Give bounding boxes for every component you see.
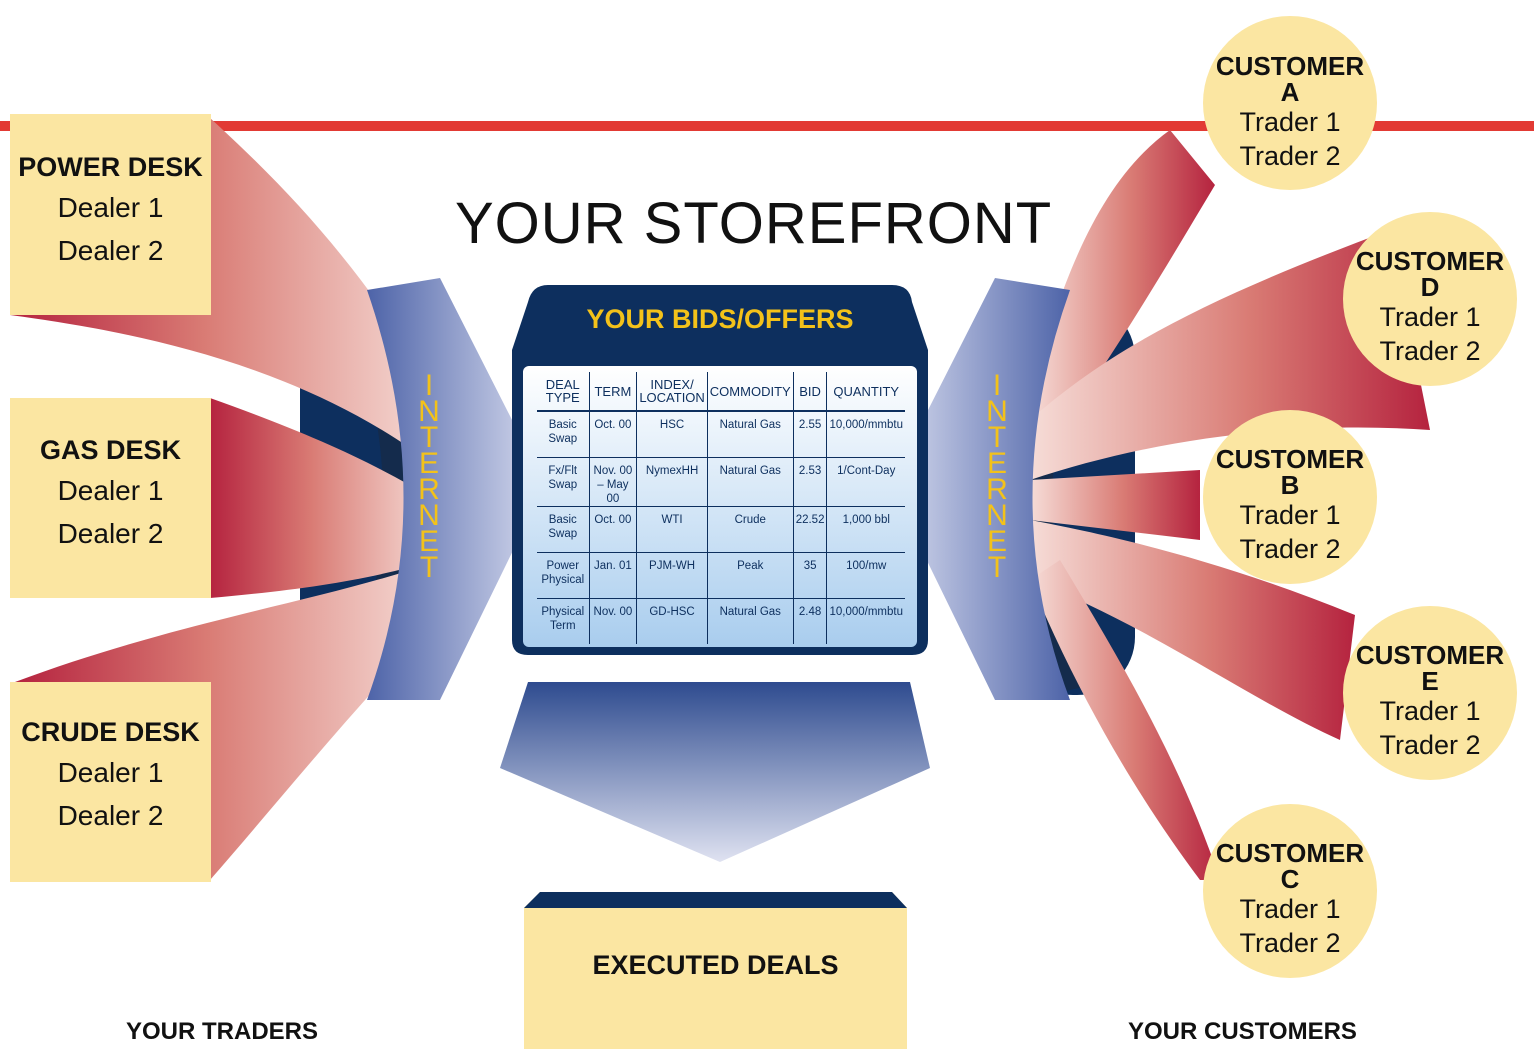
left-internet-arrow (367, 278, 545, 700)
column-header: INDEX/ LOCATION (636, 372, 708, 412)
cell-term: Oct. 00 (588, 411, 637, 458)
beam-crude-desk (15, 560, 440, 880)
executed-deals-label: EXECUTED DEALS (592, 950, 839, 980)
page-title: YOUR STOREFRONT (455, 191, 1053, 256)
desk-title: GAS DESK (39, 435, 182, 465)
cell-deal-type: Physical Term (541, 605, 585, 632)
cell-quantity: 10,000/mmbtu (826, 411, 905, 458)
beam-customer-c (1030, 560, 1220, 880)
customer-e-circle: CUSTOMER E Trader 1 Trader 2 (1343, 606, 1517, 780)
column-header: DEAL TYPE (537, 372, 589, 412)
cell-commodity: Natural Gas (706, 457, 794, 507)
cell-index: GD-HSC (636, 598, 708, 644)
executed-deals-arrow (500, 682, 930, 862)
cell-quantity: 10,000/mmbtu (826, 598, 905, 644)
right-internet-arrow (890, 278, 1070, 700)
desk-title: CRUDE DESK (21, 717, 200, 747)
customer-title: CUSTOMER (1355, 640, 1505, 670)
beam-customer-d (1030, 230, 1430, 480)
trader-label: Trader 2 (1379, 336, 1481, 366)
gas-desk-box: GAS DESK Dealer 1 Dealer 2 (10, 398, 211, 598)
cell-quantity: 100/mw (826, 552, 905, 599)
left-internet-label: I N T E R N E T (418, 369, 440, 584)
power-desk-box: POWER DESK Dealer 1 Dealer 2 (10, 114, 211, 315)
bids-offers-title: YOUR BIDS/OFFERS (586, 304, 854, 334)
table-row: Fx/Flt Swap Nov. 00 – May 00 NymexHH Nat… (537, 457, 905, 507)
customer-title: CUSTOMER (1215, 51, 1365, 81)
customer-letter: E (1421, 666, 1439, 696)
cell-commodity: Natural Gas (706, 598, 794, 644)
trader-label: Trader 1 (1379, 696, 1481, 726)
cell-bid: 35 (792, 552, 827, 599)
column-header: BID (792, 372, 827, 412)
dealer-label: Dealer 2 (57, 800, 164, 831)
customer-letter: B (1280, 470, 1300, 500)
column-header: QUANTITY (826, 372, 905, 412)
dealer-label: Dealer 2 (57, 235, 164, 266)
table-row: Physical Term Nov. 00 GD-HSC Natural Gas… (537, 598, 905, 644)
cell-deal-type: Fx/Flt Swap (537, 457, 589, 507)
your-traders-label: YOUR TRADERS (126, 1018, 319, 1045)
cell-bid: 2.55 (792, 411, 827, 458)
beam-gas-desk (210, 398, 435, 598)
cell-deal-type: Power Physical (537, 552, 589, 599)
trader-label: Trader 2 (1379, 730, 1481, 760)
cell-commodity: Peak (706, 552, 794, 599)
cell-index: HSC (636, 411, 708, 458)
cell-bid: 22.52 (792, 506, 827, 553)
beam-customer-e (1030, 520, 1355, 740)
cell-commodity: Natural Gas (706, 411, 794, 458)
cell-deal-type: Basic Swap (537, 411, 589, 458)
customer-d-circle: CUSTOMER D Trader 1 Trader 2 (1343, 212, 1517, 386)
trader-label: Trader 1 (1239, 107, 1341, 137)
customer-title: CUSTOMER (1215, 838, 1365, 868)
column-header: COMMODITY (706, 372, 794, 412)
your-customers-label: YOUR CUSTOMERS (1128, 1018, 1357, 1045)
customer-title: CUSTOMER (1355, 246, 1505, 276)
bids-offers-table: DEAL TYPE TERM INDEX/ LOCATION COMMODITY… (537, 372, 905, 644)
column-header: TERM (588, 372, 637, 412)
customer-letter: A (1280, 77, 1300, 107)
cell-term: Nov. 00 – May 00 (588, 457, 637, 507)
beam-customer-b (1030, 470, 1200, 540)
desk-title: POWER DESK (18, 152, 203, 182)
executed-deals-box (524, 892, 907, 1049)
cell-quantity: 1/Cont-Day (826, 457, 905, 507)
dealer-label: Dealer 1 (57, 192, 164, 223)
header-red-line (0, 121, 1534, 131)
trader-label: Trader 1 (1379, 302, 1481, 332)
trader-label: Trader 2 (1239, 928, 1341, 958)
customer-a-circle: CUSTOMER A Trader 1 Trader 2 (1203, 16, 1377, 190)
customer-c-circle: CUSTOMER C Trader 1 Trader 2 (1203, 804, 1377, 978)
customer-title: CUSTOMER (1215, 444, 1365, 474)
customer-letter: D (1420, 272, 1440, 302)
cell-index: PJM-WH (636, 552, 708, 599)
customer-b-circle: CUSTOMER B Trader 1 Trader 2 (1203, 410, 1377, 584)
trader-label: Trader 2 (1239, 534, 1341, 564)
customer-letter: C (1280, 864, 1300, 894)
table-header-row: DEAL TYPE TERM INDEX/ LOCATION COMMODITY… (537, 372, 905, 412)
trader-label: Trader 1 (1239, 894, 1341, 924)
cell-quantity: 1,000 bbl (826, 506, 905, 553)
dealer-label: Dealer 2 (57, 518, 164, 549)
cell-bid: 2.48 (792, 598, 827, 644)
table-row: Basic Swap Oct. 00 WTI Crude 22.52 1,000… (537, 506, 905, 553)
cell-term: Oct. 00 (588, 506, 637, 553)
dealer-label: Dealer 1 (57, 757, 164, 788)
beam-power-desk (10, 118, 440, 470)
trader-label: Trader 2 (1239, 141, 1341, 171)
cell-bid: 2.53 (792, 457, 827, 507)
table-row: Basic Swap Oct. 00 HSC Natural Gas 2.55 … (537, 411, 905, 458)
right-internet-label: I N T E R N E T (986, 369, 1008, 584)
cell-term: Jan. 01 (588, 552, 637, 599)
cell-index: WTI (636, 506, 708, 553)
crude-desk-box: CRUDE DESK Dealer 1 Dealer 2 (10, 682, 211, 882)
dealer-label: Dealer 1 (57, 475, 164, 506)
cell-term: Nov. 00 (588, 598, 637, 644)
cell-commodity: Crude (706, 506, 794, 553)
cell-deal-type: Basic Swap (537, 506, 589, 553)
table-row: Power Physical Jan. 01 PJM-WH Peak 35 10… (537, 552, 905, 599)
trader-label: Trader 1 (1239, 500, 1341, 530)
cell-index: NymexHH (636, 457, 708, 507)
